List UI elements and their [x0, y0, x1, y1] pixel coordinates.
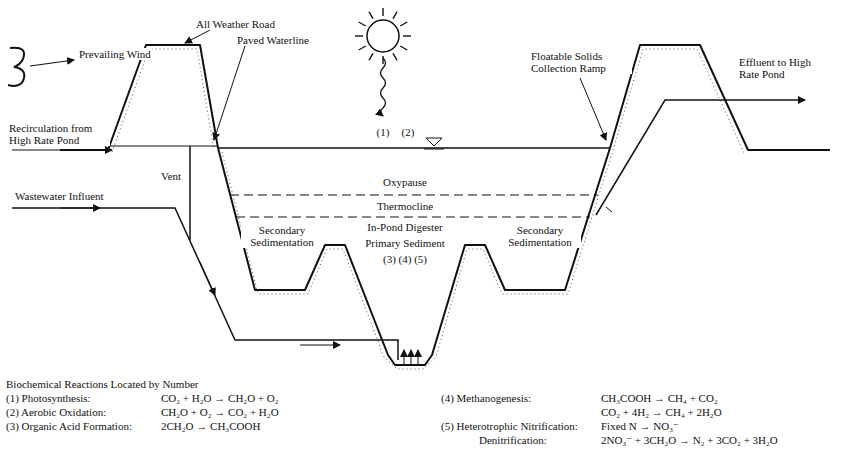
label: Vent: [160, 170, 182, 182]
label: Secondary Sedimentation: [499, 224, 581, 248]
leader-line: [580, 78, 606, 140]
reaction-text: (5) Heterotrophic Nitrification:: [440, 420, 579, 432]
water-level-symbol: [424, 149, 444, 150]
leader-line: [185, 30, 210, 43]
wind-arrow: [30, 60, 74, 66]
oxypause-line: [230, 194, 598, 195]
sun-ray: [369, 12, 373, 19]
ground-profile: [60, 45, 830, 365]
label: Effluent to High Rate Pond: [738, 56, 830, 80]
label: (3) (4) (5): [382, 253, 428, 265]
sun-ray: [382, 8, 383, 16]
flow-arrow: [60, 208, 100, 209]
recirculation-pipe: [110, 145, 218, 146]
label: All Weather Road: [195, 18, 276, 30]
reaction-text: 2NO₃⁻ + 3CH₂O → N₂ + 3CO₂ + 3H₂O: [600, 434, 779, 446]
sun-ray: [369, 53, 373, 60]
leader-line: [214, 46, 245, 140]
water-surface: [218, 147, 610, 149]
reaction-text: (4) Methanogenesis:: [440, 392, 532, 404]
label: Paved Waterline: [236, 34, 310, 46]
sun: [355, 8, 411, 64]
label: Prevailing Wind: [78, 48, 152, 60]
effluent-pipe: [596, 100, 805, 215]
thermocline-line: [236, 216, 590, 217]
label: Wastewater Influent: [14, 190, 105, 202]
label: Primary Sediment: [364, 237, 446, 249]
reaction-text: CH₃COOH → CH₄ + CO₂: [600, 392, 719, 404]
label: In-Pond Digester: [366, 221, 443, 233]
wind-symbol: [8, 48, 24, 86]
label: (2): [401, 126, 416, 138]
reaction-text: (3) Organic Acid Formation:: [5, 420, 133, 432]
label: Secondary Sedimentation: [241, 224, 323, 248]
reaction-text: 2CH₂O → CH₃COOH: [160, 420, 261, 432]
flow-arrow: [300, 345, 340, 346]
reaction-text: CH₂O + O₂ → CO₂ + H₂O: [160, 406, 280, 418]
flow-arrow: [418, 350, 419, 364]
sun-ray: [355, 35, 363, 36]
sun-ray: [403, 35, 411, 36]
ground-stipple: [112, 49, 744, 369]
reaction-text: CO₂ + 4H₂ → CH₄ + 2H₂O: [600, 406, 723, 418]
vent-pipe: [189, 146, 191, 240]
flow-arrow: [411, 350, 412, 364]
label: Oxypause: [382, 176, 428, 188]
sun-ray: [400, 46, 407, 50]
label: Floatable Solids Collection Ramp: [530, 50, 632, 74]
label: (1): [376, 126, 391, 138]
reaction-text: CO₂ + H₂O → CH₂O + O₂: [160, 392, 280, 404]
reaction-text: (2) Aerobic Oxidation:: [5, 406, 107, 418]
influent-pipe: [12, 208, 398, 360]
flow-arrow: [404, 350, 405, 364]
reaction-text: Denitrification:: [478, 434, 548, 446]
sun-ray: [359, 22, 366, 26]
reaction-text: Fixed N → NO₃⁻: [600, 420, 680, 432]
label: Thermocline: [376, 200, 434, 212]
flow-arrow: [200, 262, 215, 295]
sun-ray: [393, 12, 397, 19]
sunlight-ray: [381, 58, 386, 116]
sun-ray: [400, 22, 407, 26]
reaction-text: (1) Photosynthesis:: [5, 392, 92, 404]
label: Recirculation from High Rate Pond: [8, 122, 110, 146]
water-level-symbol: [426, 138, 442, 146]
recirculation-pipe: [12, 149, 112, 150]
sun-ray: [359, 46, 366, 50]
sun-ray: [393, 53, 397, 60]
sun-ray: [382, 56, 383, 64]
reaction-text: Biochemical Reactions Located by Number: [5, 378, 199, 390]
